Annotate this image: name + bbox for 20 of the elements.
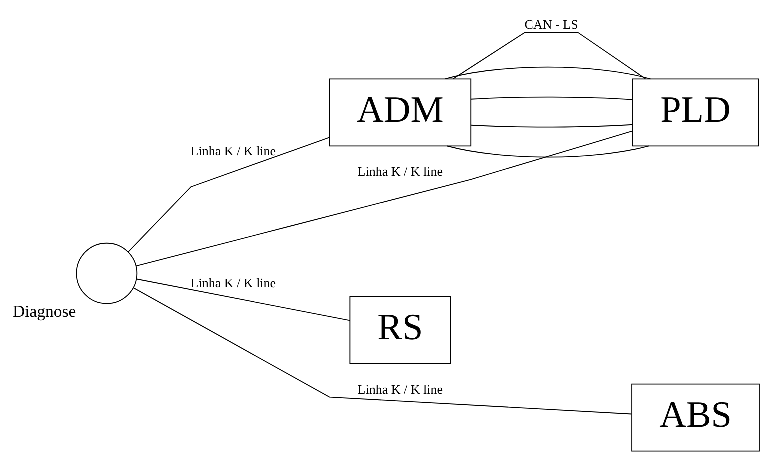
connector xyxy=(136,130,634,266)
connector xyxy=(128,136,330,252)
node-box: PLD xyxy=(632,78,760,146)
edge-label: CAN - LS xyxy=(524,16,578,32)
connector xyxy=(447,145,650,158)
edge-label: Linha K / K line xyxy=(190,143,276,158)
connector xyxy=(453,32,646,79)
connector xyxy=(445,66,652,80)
edge-label: Linha K / K line xyxy=(190,275,276,290)
connector xyxy=(470,124,634,128)
node-circle xyxy=(76,242,138,304)
node-box: ABS xyxy=(632,383,760,452)
node-label: Diagnose xyxy=(12,302,76,321)
node-box: RS xyxy=(350,296,452,364)
connector xyxy=(133,287,632,414)
node-box: ADM xyxy=(329,78,472,146)
connector xyxy=(470,96,634,100)
edge-label: Linha K / K line xyxy=(358,381,444,396)
edge-label: Linha K / K line xyxy=(358,164,444,179)
connector xyxy=(136,278,350,321)
